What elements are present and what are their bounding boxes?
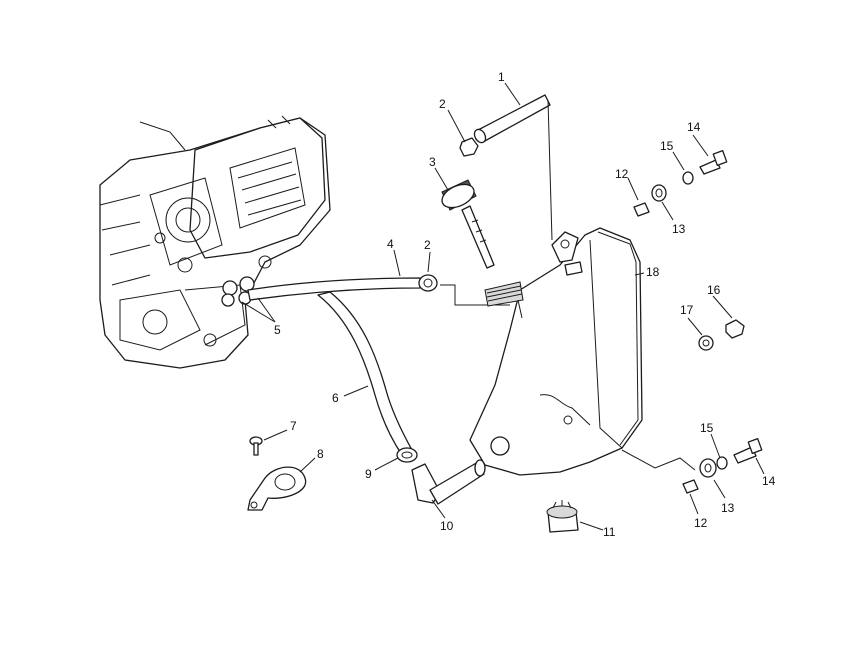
bolt-14-upper	[699, 159, 721, 175]
callout-14-lower: 14	[762, 474, 776, 488]
callout-8: 8	[317, 447, 324, 461]
spacer-12-lower	[682, 479, 699, 494]
grommet-13-upper	[651, 184, 667, 202]
elbow-fitting-10	[411, 459, 486, 505]
clamp-9	[396, 447, 418, 463]
callout-3: 3	[429, 155, 436, 169]
hose-4	[247, 277, 421, 301]
leader-lines	[241, 82, 765, 531]
callout-18: 18	[646, 265, 660, 279]
callout-12-upper: 12	[615, 167, 629, 181]
callout-14-upper: 14	[687, 120, 701, 134]
callout-2-upper: 2	[439, 97, 446, 111]
callout-1: 1	[498, 70, 505, 84]
washer-15-lower	[716, 456, 728, 470]
spacer-12-upper	[633, 202, 650, 217]
engine-assembly	[99, 115, 331, 369]
oil-tank-18	[469, 227, 643, 476]
hardware-lower-right	[621, 438, 763, 494]
nut-16	[725, 319, 745, 339]
callout-7: 7	[290, 419, 297, 433]
callout-13-upper: 13	[672, 222, 686, 236]
callout-4: 4	[387, 237, 394, 251]
screw-7	[249, 436, 263, 456]
callout-6: 6	[332, 391, 339, 405]
washer-15-upper	[682, 171, 694, 185]
nut-2-upper	[459, 137, 479, 157]
callout-16: 16	[707, 283, 721, 297]
bolt-14-lower	[733, 446, 757, 464]
callout-11: 11	[603, 525, 616, 539]
callout-15-upper: 15	[660, 139, 674, 153]
callout-17: 17	[680, 303, 694, 317]
callout-9: 9	[365, 467, 372, 481]
hose-4-end-leader	[440, 284, 510, 306]
vent-tube-1	[477, 94, 551, 143]
callout-5: 5	[274, 323, 281, 337]
clamp-2-lower	[418, 274, 438, 292]
drain-cap-11	[546, 500, 579, 533]
clip-8	[247, 466, 307, 511]
callout-12-lower: 12	[694, 516, 708, 530]
callout-15-lower: 15	[700, 421, 714, 435]
hose-6	[317, 291, 413, 456]
callout-labels: 1 2 3 4 2 5 6 7 8 9 10 11 12 13 14 15 18…	[274, 70, 776, 539]
filler-cap-3	[441, 179, 495, 269]
callout-10: 10	[440, 519, 454, 533]
grommet-13-lower	[699, 458, 717, 478]
hardware-upper-right	[633, 150, 728, 217]
washer-17	[698, 335, 714, 351]
callout-13-lower: 13	[721, 501, 735, 515]
callout-2-lower: 2	[424, 238, 431, 252]
